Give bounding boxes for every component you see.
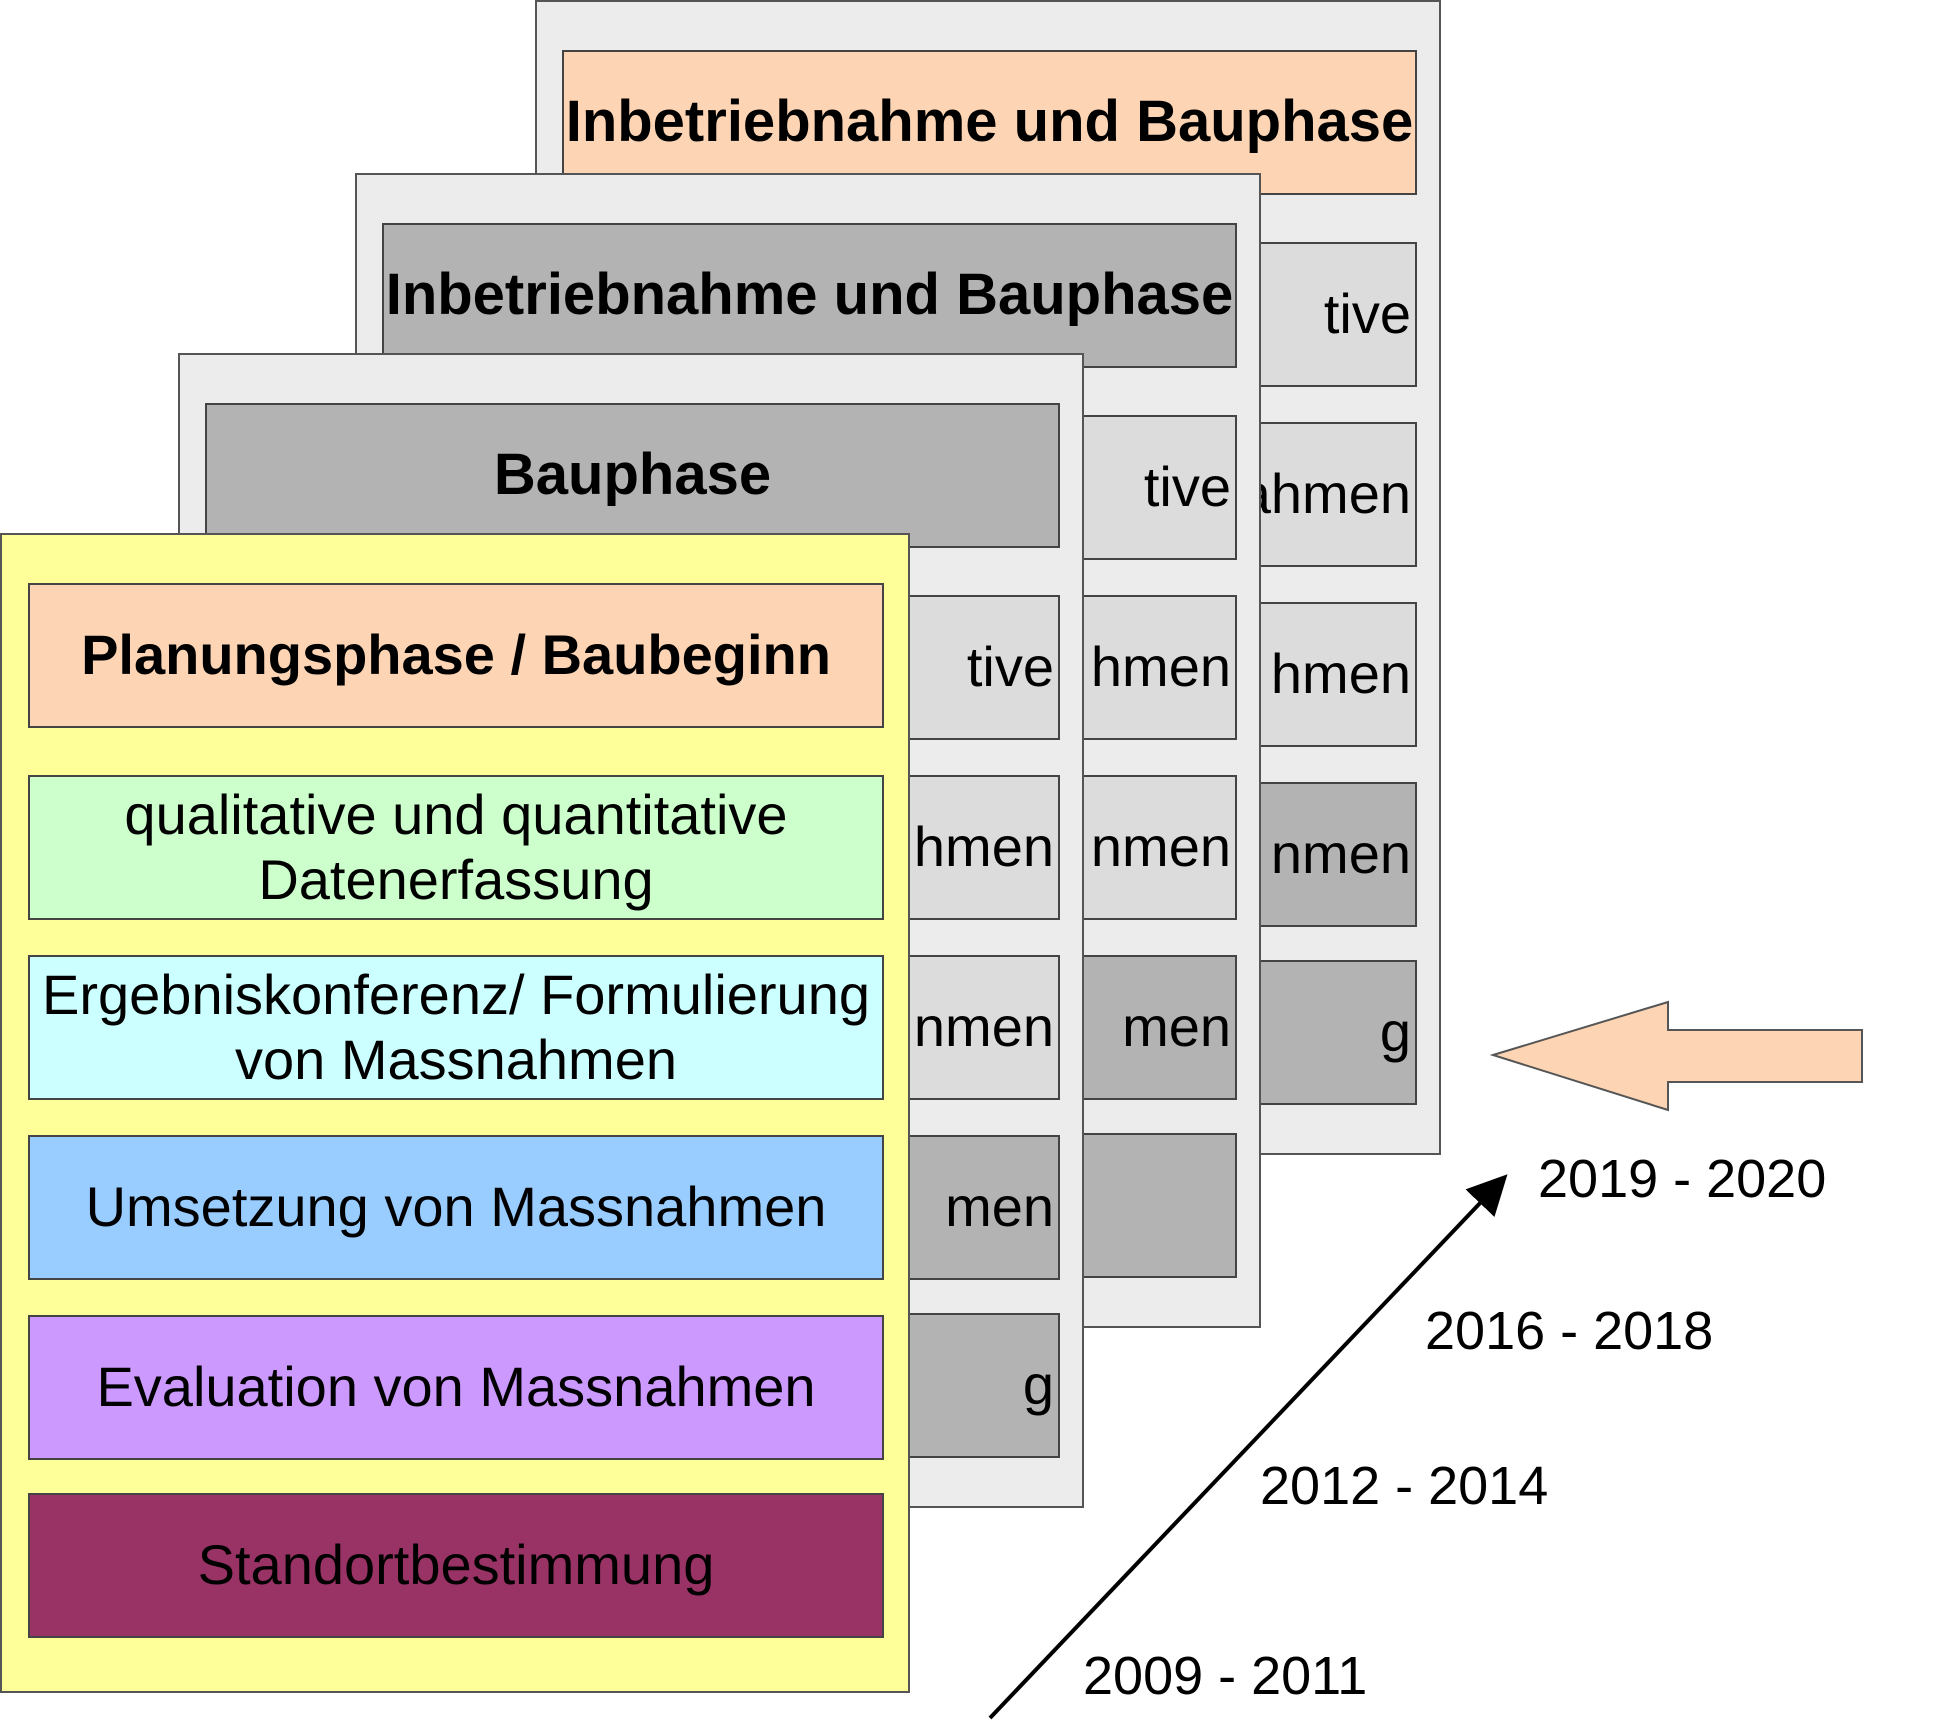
period-label-2009-2011: 2009 - 2011 bbox=[1083, 1646, 1368, 1706]
diagonal-arrow-icon bbox=[988, 1174, 1508, 1720]
row-standortbestimmung: Standortbestimmung bbox=[28, 1493, 884, 1638]
period-label-2012-2014: 2012 - 2014 bbox=[1260, 1456, 1549, 1516]
row-datenerfassung: qualitative und quantitative Datenerfass… bbox=[28, 775, 884, 920]
sheet-3-header: Inbetriebnahme und Bauphase bbox=[382, 223, 1237, 368]
row-umsetzung: Umsetzung von Massnahmen bbox=[28, 1135, 884, 1280]
sheet-2-header: Bauphase bbox=[205, 403, 1060, 548]
sheet-1-header: Planungsphase / Baubeginn bbox=[28, 583, 884, 728]
left-block-arrow-icon bbox=[1489, 1000, 1863, 1112]
row-evaluation: Evaluation von Massnahmen bbox=[28, 1315, 884, 1460]
period-label-2016-2018: 2016 - 2018 bbox=[1425, 1301, 1714, 1361]
sheet-4-header: Inbetriebnahme und Bauphase bbox=[562, 50, 1417, 195]
period-label-2019-2020: 2019 - 2020 bbox=[1538, 1149, 1827, 1209]
row-ergebniskonferenz: Ergebniskonferenz/ Formulierung von Mass… bbox=[28, 955, 884, 1100]
phase-sheet-1: Planungsphase / Baubeginn qualitative un… bbox=[0, 533, 910, 1693]
